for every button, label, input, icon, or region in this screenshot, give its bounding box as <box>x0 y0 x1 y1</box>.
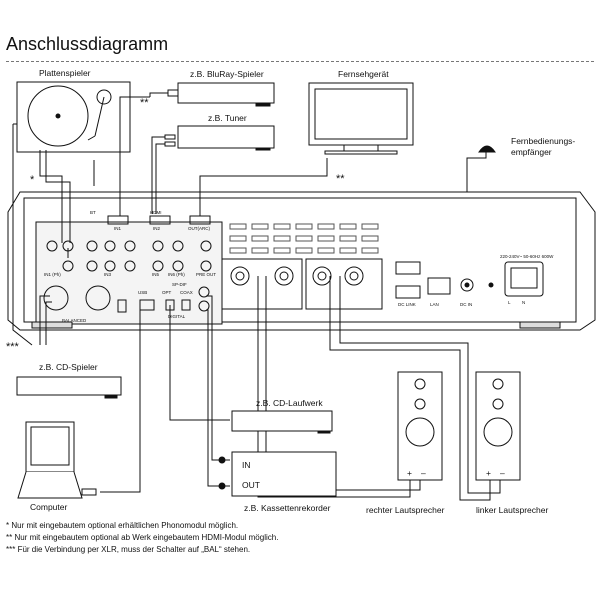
right-speaker-device <box>397 371 443 481</box>
preout-label: PRE OUT <box>196 272 216 277</box>
mains-rating-label: 220-240V~ 50-60Hz 600W <box>500 254 554 259</box>
left-speaker-device <box>475 371 521 481</box>
footnote-markers: * ** ** *** <box>6 97 345 353</box>
cd-drive-label: z.B. CD-Laufwerk <box>256 398 323 408</box>
panel-labels: BT HDMI IN1 IN2 OUT(ARC) IN1 (Ph) IN3 IN… <box>44 210 554 323</box>
tuner-label: z.B. Tuner <box>208 113 247 123</box>
cd-player-label: z.B. CD-Spieler <box>39 362 98 372</box>
computer-label: Computer <box>30 502 68 512</box>
right-speaker-plus: + <box>407 468 412 478</box>
tuner-device <box>164 125 275 151</box>
cd-player-device <box>16 376 122 399</box>
analog-inputs <box>43 160 212 313</box>
turntable-label: Plattenspieler <box>39 68 91 78</box>
dcin-label: DC IN <box>460 302 472 307</box>
hdmi-label: HDMI <box>150 210 162 215</box>
digital-label: DIGITAL <box>168 314 186 319</box>
tape-in-label: IN <box>242 460 251 470</box>
marker-tv: ** <box>336 173 345 185</box>
left-speaker-plus: + <box>486 468 491 478</box>
footnote-2: ** Nur mit eingebautem optional ab Werk … <box>6 533 279 542</box>
left-speaker-label: linker Lautsprecher <box>476 505 549 515</box>
marker-phono: * <box>30 174 35 186</box>
cd-drive-device <box>231 410 333 434</box>
tape-recorder-device <box>218 451 337 497</box>
dclink-label: DC LINK <box>398 302 416 307</box>
title-divider <box>6 61 594 62</box>
tv-label: Fernsehgerät <box>338 69 389 79</box>
bluray-device <box>149 82 275 107</box>
marker-xlr: *** <box>6 341 20 353</box>
mains-l-label: L <box>508 300 511 305</box>
tape-out-label: OUT <box>242 480 260 490</box>
bt-label: BT <box>90 210 96 215</box>
in3-label: IN3 <box>104 272 112 277</box>
hdmi-out-label: OUT(ARC) <box>188 226 210 231</box>
tv-device <box>308 82 414 155</box>
amplifier-back-panel <box>7 191 596 331</box>
footnote-1: * Nur mit eingebautem optional erhältlic… <box>6 521 239 530</box>
left-speaker-minus: – <box>500 468 505 478</box>
mains-n-label: N <box>522 300 525 305</box>
page-title: Anschlussdiagramm <box>6 34 169 54</box>
hdmi-in2-label: IN2 <box>153 226 161 231</box>
balanced-label: BALANCED <box>62 318 87 323</box>
hdmi-in1-label: IN1 <box>114 226 122 231</box>
coax-label: COAX <box>180 290 193 295</box>
tape-recorder-label: z.B. Kassettenrekorder <box>244 503 331 513</box>
lan-label: LAN <box>430 302 439 307</box>
right-speaker-minus: – <box>421 468 426 478</box>
bluray-label: z.B. BluRay-Spieler <box>190 69 264 79</box>
usb-label: USB <box>138 290 147 295</box>
remote-receiver-label: Fernbedienungs- empfänger <box>511 136 576 157</box>
footnote-3: *** Für die Verbindung per XLR, muss der… <box>6 545 251 554</box>
in6-label: IN6 (Ph) <box>168 272 185 277</box>
marker-bluray: ** <box>140 97 149 109</box>
turntable-device <box>16 81 131 153</box>
right-speaker-label: rechter Lautsprecher <box>366 505 445 515</box>
in5-label: IN5 <box>152 272 160 277</box>
phono-in-label: IN1 (Ph) <box>44 272 61 277</box>
opt-label: OPT <box>162 290 172 295</box>
computer-device <box>17 421 97 499</box>
spdif-label: SP-DIF <box>172 282 187 287</box>
